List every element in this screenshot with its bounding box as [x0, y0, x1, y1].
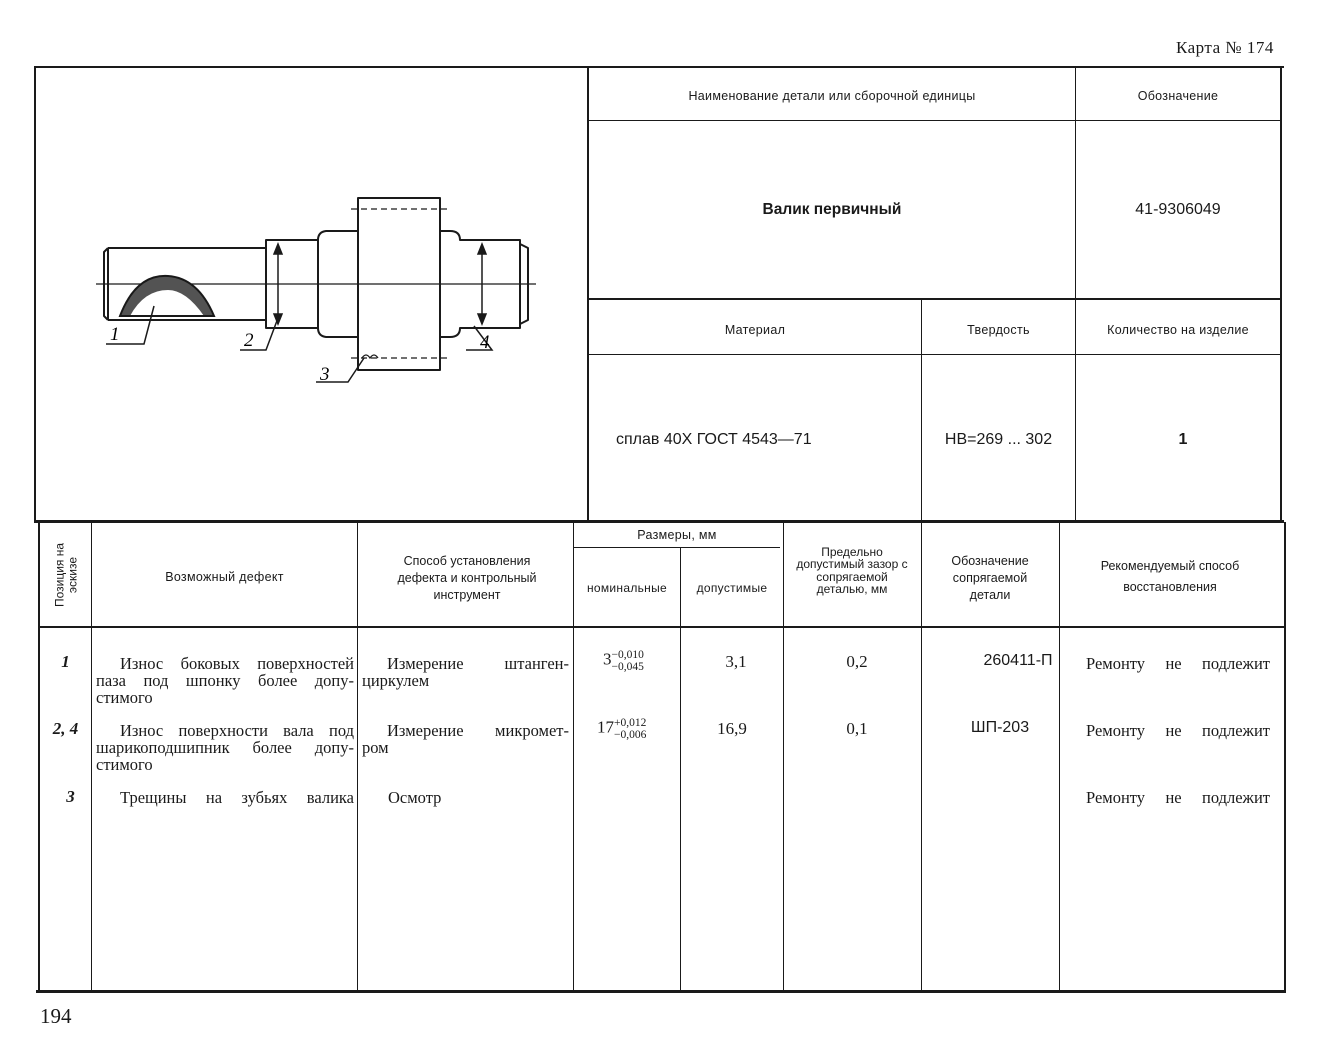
row-repair: Ремонту не подлежит — [1086, 721, 1270, 740]
col-method-header: Способ установления дефекта и контрольны… — [397, 554, 537, 602]
sketch-label-4: 4 — [480, 332, 490, 353]
col-repair-header: Рекомендуемый способ восстановления — [1100, 559, 1240, 594]
row-position: 2, 4 — [52, 719, 79, 738]
row-defect: Трещины на зубьях валика — [120, 788, 354, 807]
row-method: Измерение штанген- — [387, 654, 569, 673]
row-method: Осмотр — [388, 788, 442, 807]
row-defect: Износ боковых поверхностей — [120, 654, 354, 673]
row-mating: ШП-203 — [970, 719, 1030, 736]
row-method: Измерение микромет- — [387, 721, 569, 740]
row-allowed: 3,1 — [725, 652, 747, 671]
row-allowed: 16,9 — [717, 719, 747, 738]
row-repair: Ремонту не подлежит — [1086, 788, 1270, 807]
row-method-cont: ром — [362, 738, 389, 757]
row-position: 1 — [61, 652, 70, 671]
part-name: Валик первичный — [762, 201, 902, 218]
sketch-label-2: 2 — [244, 330, 254, 351]
row-method-cont: циркулем — [362, 671, 430, 690]
row-mating: 260411-П — [983, 652, 1053, 669]
col-allowed-header: допустимые — [696, 581, 768, 595]
sketch-label-1: 1 — [110, 324, 120, 345]
page-number: 194 — [40, 1004, 72, 1028]
row-defect-cont: шарикоподшипник более допу- стимого — [96, 738, 354, 774]
card-title: Карта № 174 — [1176, 38, 1274, 57]
row-defect: Износ поверхности вала под — [120, 721, 354, 740]
row-gap: 0,2 — [846, 652, 868, 671]
col-defect-header: Возможный дефект — [165, 570, 284, 584]
quantity-value: 1 — [1178, 431, 1188, 448]
col-gap-header: Предельно допустимый зазор с сопрягаемой… — [796, 545, 908, 596]
part-name-label: Наименование детали или сборочной единиц… — [688, 89, 976, 103]
part-designation: 41-9306049 — [1135, 201, 1221, 218]
sketch-label-3: 3 — [319, 364, 330, 385]
col-sizes-header: Размеры, мм — [637, 528, 717, 542]
shaft-sketch: 1 2 3 4 — [96, 197, 536, 385]
col-mating-header: Обозначение сопрягаемой детали — [951, 554, 1029, 602]
row-defect-cont: паза под шпонку более допу- стимого — [96, 671, 354, 707]
material-label: Материал — [724, 323, 786, 337]
hardness-label: Твердость — [967, 323, 1030, 337]
row-nominal: 17+0,012−0,006 — [597, 717, 647, 741]
row-nominal: 3−0,010−0,045 — [603, 649, 644, 673]
row-repair: Ремонту не подлежит — [1086, 654, 1270, 673]
quantity-label: Количество на изделие — [1107, 323, 1249, 337]
col-nominal-header: номинальные — [586, 581, 668, 595]
designation-label: Обозначение — [1137, 89, 1219, 103]
hardness-value: НВ=269 ... 302 — [944, 431, 1053, 448]
material-value: сплав 40Х ГОСТ 4543—71 — [616, 431, 812, 448]
row-position: 3 — [66, 787, 75, 806]
col-position-header: Позиция на эскизе — [52, 542, 79, 608]
row-gap: 0,1 — [846, 719, 868, 738]
